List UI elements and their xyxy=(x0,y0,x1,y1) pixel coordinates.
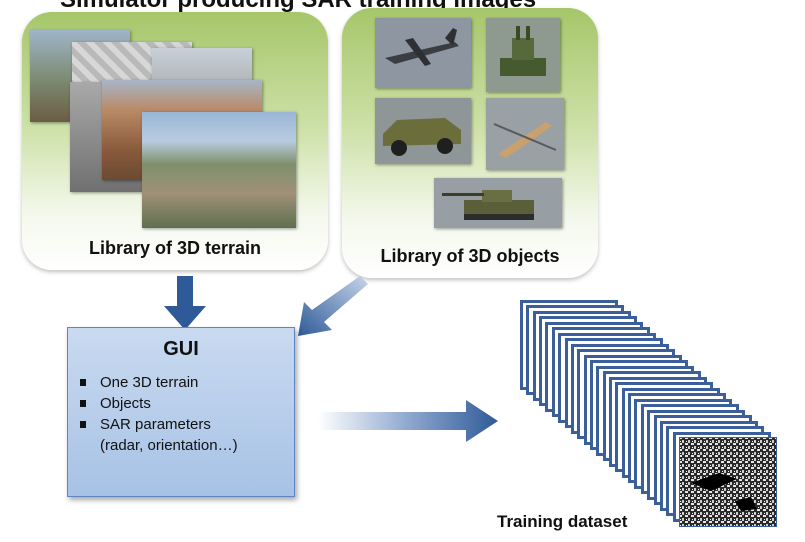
jeep-thumb xyxy=(375,98,471,164)
dataset-slide xyxy=(583,354,682,445)
dataset-slide xyxy=(558,332,657,423)
aircraft-thumb xyxy=(375,18,471,88)
terrain-thumb-6 xyxy=(142,112,296,228)
bullet-icon xyxy=(80,379,86,386)
dataset-slide xyxy=(577,349,676,440)
dataset-slide xyxy=(564,338,663,429)
gui-item-terrain: One 3D terrain xyxy=(80,372,238,393)
terrain-library-label: Library of 3D terrain xyxy=(88,238,262,258)
dataset-slide xyxy=(589,360,688,451)
sar-image xyxy=(679,437,777,527)
dataset-slide xyxy=(539,316,638,407)
gui-box: GUI One 3D terrain Objects SAR parameter… xyxy=(67,327,295,497)
objects-library-label: Library of 3D objects xyxy=(380,246,560,266)
arrow-terrain-to-gui xyxy=(164,276,206,330)
bullet-icon xyxy=(80,421,86,428)
arrow-objects-to-gui xyxy=(298,276,368,336)
dataset-slide xyxy=(570,343,669,434)
dataset-slide xyxy=(551,327,650,418)
sam-vehicle-thumb xyxy=(486,18,560,92)
gui-item-objects: Objects xyxy=(80,393,238,414)
bullet-icon xyxy=(80,400,86,407)
objects-library-panel: Library of 3D objects xyxy=(342,8,598,278)
gui-title: GUI xyxy=(163,338,199,360)
terrain-library-panel: Library of 3D terrain xyxy=(22,12,328,270)
gui-item-sar-parameters: SAR parameters xyxy=(80,414,238,435)
training-dataset-label: Training dataset xyxy=(497,512,628,531)
arrow-gui-to-dataset xyxy=(318,400,498,442)
sam-vehicle-icon xyxy=(500,26,546,76)
dataset-slide xyxy=(520,300,618,390)
dataset-slide xyxy=(545,321,644,412)
tank-thumb xyxy=(434,178,562,228)
dataset-slide xyxy=(532,310,631,401)
gui-item-sar-parameters-detail: (radar, orientation…) xyxy=(100,437,238,454)
helicopter-icon xyxy=(493,122,557,158)
helicopter-thumb xyxy=(486,98,564,170)
jeep-icon xyxy=(383,118,461,156)
aircraft-icon xyxy=(385,28,459,66)
gui-list: One 3D terrain Objects SAR parameters (r… xyxy=(80,372,238,456)
tank-icon xyxy=(442,190,534,220)
dataset-slide xyxy=(526,305,625,396)
